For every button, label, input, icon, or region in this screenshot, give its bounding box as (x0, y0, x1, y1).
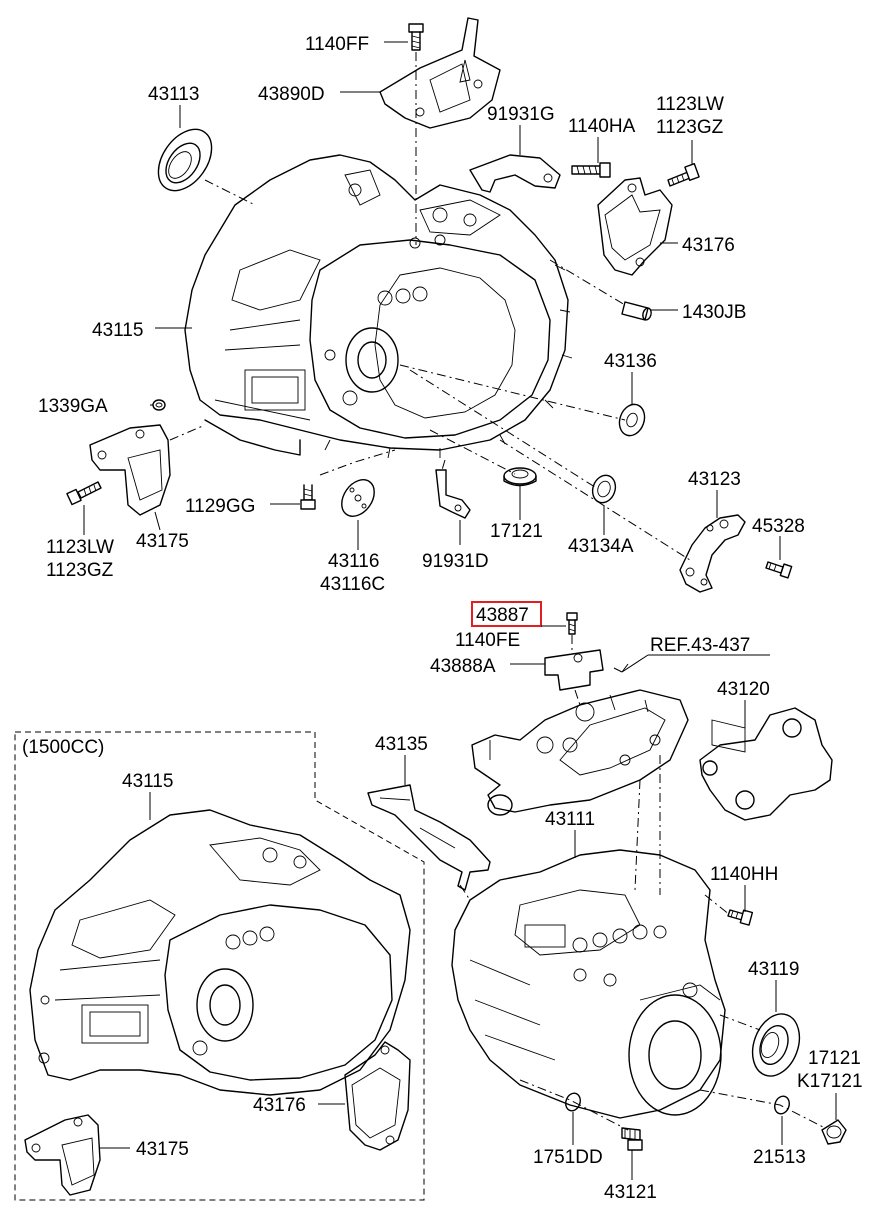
bracket-43888A (544, 649, 604, 691)
label-43120[interactable]: 43120 (717, 679, 770, 700)
mount-bracket-43176-upper (597, 177, 673, 276)
mount-43120 (699, 707, 833, 821)
label-45328[interactable]: 45328 (752, 516, 805, 537)
bracket-91931G (469, 154, 561, 193)
label-43176-lower[interactable]: 43176 (253, 1095, 306, 1116)
label-43113[interactable]: 43113 (148, 84, 199, 105)
highlighted-part-43887-box[interactable] (471, 601, 542, 627)
label-43135[interactable]: 43135 (375, 734, 428, 755)
label-1339GA[interactable]: 1339GA (38, 396, 108, 417)
label-43176-upper[interactable]: 43176 (682, 235, 735, 256)
transmission-case-43111 (451, 849, 726, 1119)
leader-lines-lower (100, 625, 837, 1180)
label-1140HH[interactable]: 1140HH (710, 864, 778, 885)
label-43111[interactable]: 43111 (545, 809, 595, 830)
label-17121-lower[interactable]: 17121 (808, 1048, 861, 1069)
oil-seal-43134A (591, 474, 617, 504)
mount-bracket-43176-lower (344, 1041, 411, 1151)
label-ref-43-437[interactable]: REF.43-437 (650, 635, 750, 656)
mount-bracket-43175-lower (24, 1114, 101, 1196)
label-43890D[interactable]: 43890D (258, 84, 325, 105)
label-91931G[interactable]: 91931G (487, 104, 555, 125)
label-K17121[interactable]: K17121 (797, 1071, 863, 1092)
bolt-1140FF (408, 23, 424, 51)
washer-17121-upper (503, 467, 537, 487)
clutch-housing-43115-1500cc (29, 809, 411, 1096)
oil-seal-43113 (157, 128, 213, 192)
dowel-pin-1430JB (621, 301, 652, 321)
label-43175-upper[interactable]: 43175 (136, 531, 189, 552)
gasket-21513 (774, 1095, 790, 1115)
label-1129GG[interactable]: 1129GG (185, 496, 255, 517)
label-1751DD[interactable]: 1751DD (533, 1147, 603, 1168)
variant-1500cc-box (14, 731, 425, 1201)
label-43888A[interactable]: 43888A (430, 656, 496, 677)
bolt-1140HA (571, 162, 611, 178)
label-43136[interactable]: 43136 (604, 351, 657, 372)
dashed-assembly-lines-upper (169, 52, 691, 561)
label-1123GZ-top[interactable]: 1123GZ (656, 117, 724, 138)
label-1123GZ-left[interactable]: 1123GZ (46, 560, 114, 581)
label-43175-lower[interactable]: 43175 (136, 1139, 189, 1160)
shift-control-assembly (471, 689, 689, 816)
oil-seal-43119 (751, 1013, 801, 1077)
plate-43136 (618, 403, 646, 437)
plate-43116 (341, 479, 375, 517)
bolt-1123LW-left (66, 481, 102, 506)
bracket-43890D (379, 17, 501, 129)
part-labels: 1140FF 43890D 43113 91931G 1140HA 1123LW… (22, 34, 863, 1203)
mount-bracket-43175-upper (89, 424, 171, 516)
label-43115-upper[interactable]: 43115 (92, 320, 143, 341)
plug-1339GA (152, 399, 166, 411)
bolt-45328 (765, 561, 793, 579)
label-1123LW-left[interactable]: 1123LW (46, 537, 114, 558)
bolt-1123LW-top (667, 163, 700, 187)
label-43116C[interactable]: 43116C (320, 574, 385, 595)
guide-rail-43135 (367, 784, 491, 891)
bolt-1129GG (300, 484, 316, 510)
plug-43121 (621, 1127, 643, 1151)
label-1140FF[interactable]: 1140FF (305, 34, 369, 55)
label-91931D[interactable]: 91931D (422, 551, 489, 572)
label-21513[interactable]: 21513 (753, 1147, 806, 1168)
label-43887[interactable]: 43887 (476, 605, 529, 626)
label-1123LW-top[interactable]: 1123LW (656, 94, 724, 115)
label-43123[interactable]: 43123 (688, 469, 741, 490)
drain-plug-17121 (821, 1119, 847, 1145)
clutch-housing-43115 (184, 154, 573, 459)
dashed-assembly-lines-lower (459, 635, 826, 1131)
bracket-91931D (435, 469, 471, 519)
label-1430JB[interactable]: 1430JB (682, 302, 746, 323)
label-43134A[interactable]: 43134A (568, 536, 634, 557)
label-43121[interactable]: 43121 (604, 1182, 657, 1203)
label-1500cc: (1500CC) (22, 737, 104, 758)
leader-lines-upper (83, 41, 781, 560)
bolt-1140FE (566, 612, 578, 635)
label-43115-1500cc[interactable]: 43115 (122, 771, 173, 792)
label-1140HA[interactable]: 1140HA (568, 116, 636, 137)
label-17121-upper[interactable]: 17121 (490, 521, 543, 542)
label-43119[interactable]: 43119 (748, 959, 799, 980)
label-43116[interactable]: 43116 (328, 551, 379, 572)
shift-plate-43123 (679, 514, 746, 593)
label-1140FE[interactable]: 1140FE (455, 630, 520, 651)
bolt-1140HH (727, 909, 754, 926)
